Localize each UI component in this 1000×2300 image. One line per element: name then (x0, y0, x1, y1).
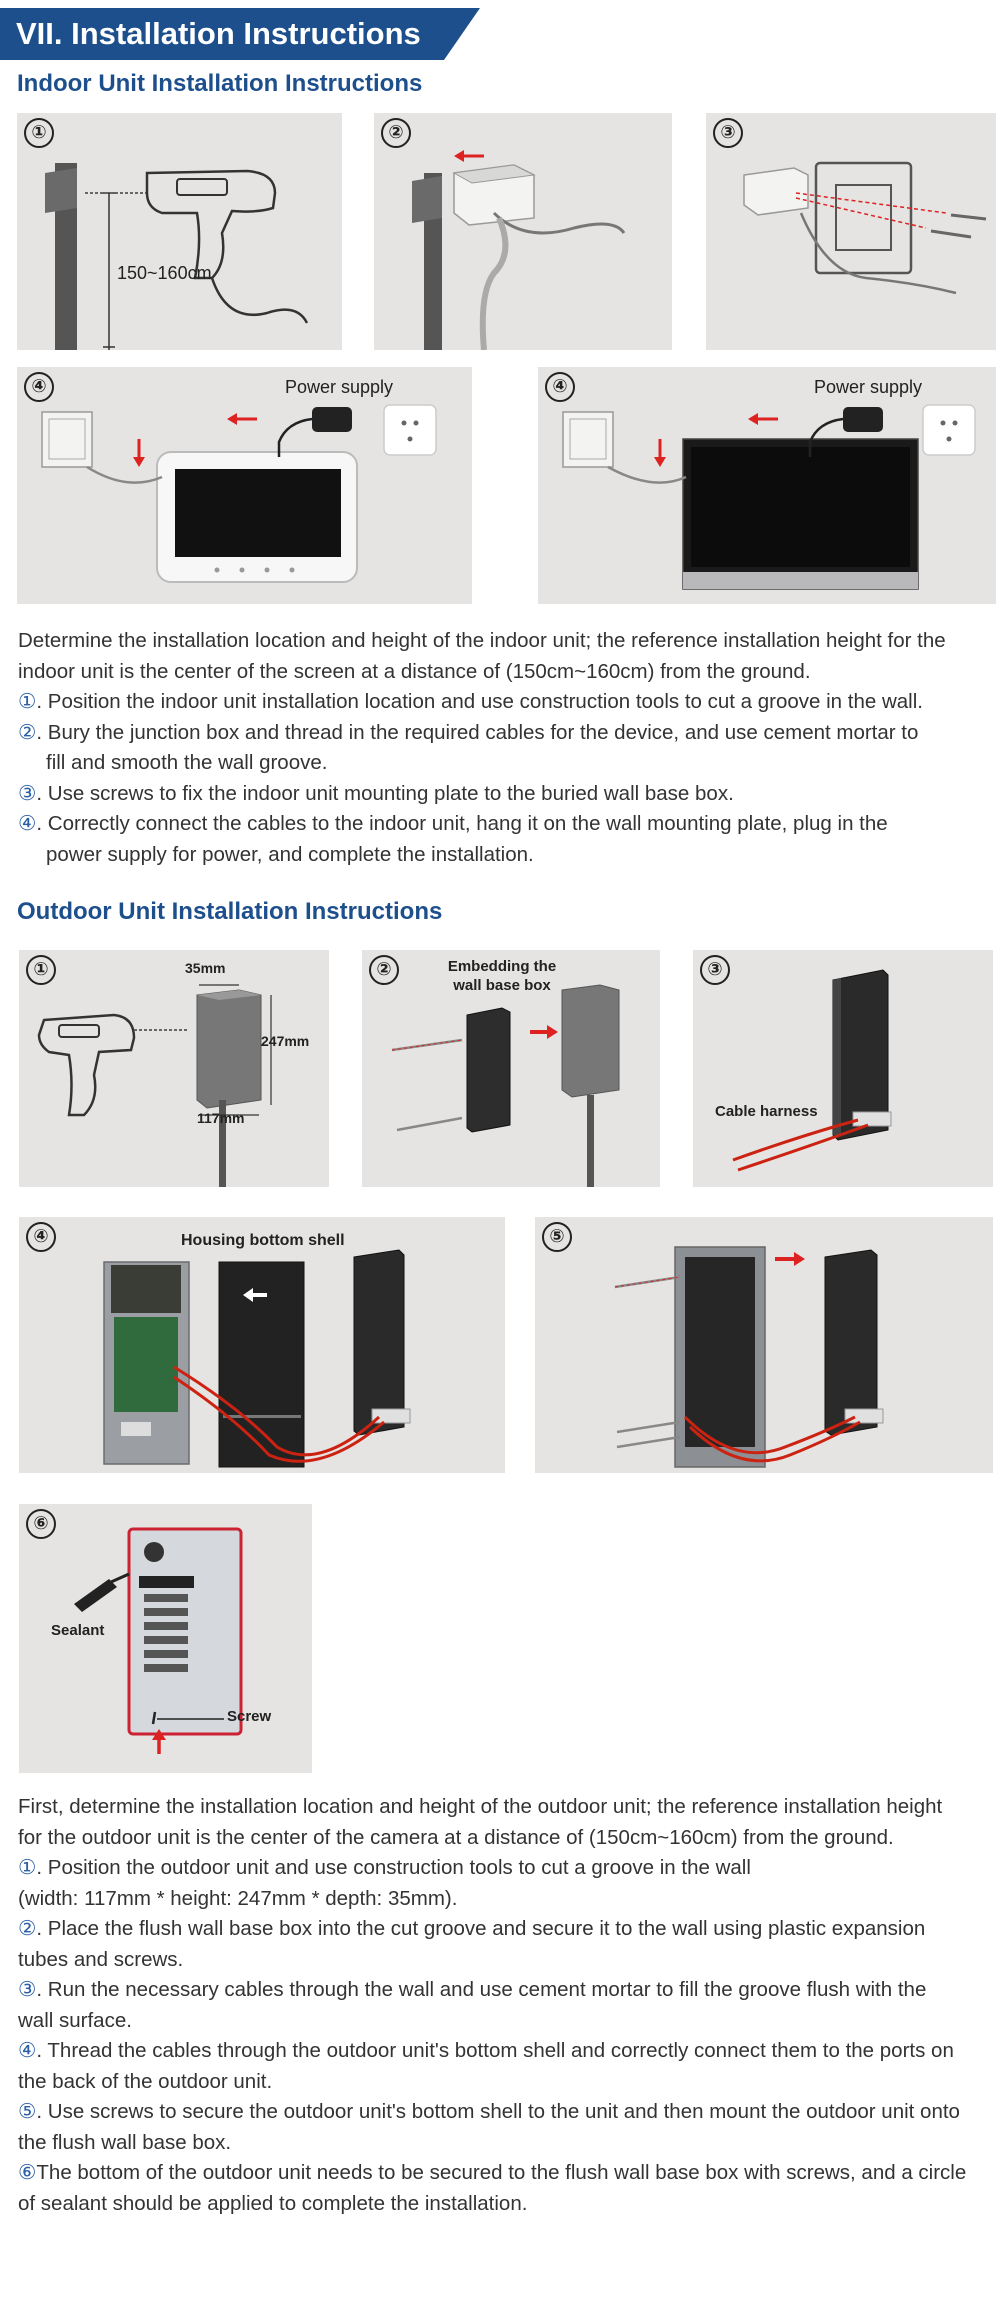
mount-unit-illustration (614, 1246, 884, 1468)
step-number-badge: ⑤ (542, 1222, 572, 1252)
outdoor-step-3-image: ③ Cable harness (693, 950, 993, 1187)
indoor-step-1-image: ① 150~160cm (17, 113, 342, 350)
outdoor-step-6-image: ⑥ Sealant Screw (19, 1504, 312, 1773)
embed-label-line-2: wall base box (453, 977, 551, 994)
outdoor-intro-line-1: First, determine the installation locati… (18, 1795, 943, 1818)
section-banner: VII. Installation Instructions (0, 8, 480, 60)
cable-harness-label: Cable harness (715, 1103, 818, 1120)
outdoor-step-5-cont: the flush wall base box. (18, 2130, 232, 2154)
outdoor-step-2-image: ② Embedding the wall base box (362, 950, 660, 1187)
indoor-step-2-image: ② (374, 113, 672, 350)
outdoor-section-title: Outdoor Unit Installation Instructions (17, 898, 443, 925)
cable-harness-illustration (732, 969, 892, 1172)
drill-dimensions-illustration (37, 984, 272, 1187)
indoor-section-title: Indoor Unit Installation Instructions (17, 70, 423, 97)
page-title: VII. Installation Instructions (16, 16, 421, 51)
outdoor-step-2-cont: tubes and screws. (18, 1947, 184, 1971)
housing-bottom-shell-label: Housing bottom shell (181, 1232, 345, 1249)
outdoor-step-3-cont: wall surface. (18, 2008, 132, 2032)
height-label: 150~160cm (117, 263, 212, 283)
indoor-step-4b-image: ④ Power supply (538, 367, 996, 604)
indoor-step-2-cont: fill and smooth the wall groove. (46, 751, 328, 774)
indoor-step-1: ①. Position the indoor unit installation… (18, 690, 923, 713)
white-monitor-illustration (41, 404, 437, 583)
bottom-shell-illustration (103, 1249, 411, 1468)
outdoor-step-4-image: ④ Housing bottom shell (19, 1217, 505, 1473)
outdoor-step-5: ⑤. Use screws to secure the outdoor unit… (18, 2100, 960, 2123)
screw-label: Screw (227, 1708, 272, 1725)
depth-dimension: 35mm (185, 960, 226, 976)
indoor-step-3-image: ③ (706, 113, 996, 350)
outdoor-step-4: ④. Thread the cables through the outdoor… (18, 2039, 954, 2062)
outdoor-step-3: ③. Run the necessary cables through the … (18, 1978, 927, 2001)
outdoor-step-2: ②. Place the flush wall base box into th… (18, 1917, 926, 1940)
drill-illustration (45, 163, 309, 350)
indoor-step-4: ④. Correctly connect the cables to the i… (18, 812, 888, 835)
step-number-badge: ④ (24, 372, 54, 402)
power-supply-label: Power supply (285, 377, 394, 397)
outdoor-step-4-cont: the back of the outdoor unit. (18, 2069, 273, 2093)
outdoor-step-6-cont: of sealant should be applied to complete… (18, 2191, 528, 2215)
outdoor-step-1: ①. Position the outdoor unit and use con… (18, 1856, 751, 1879)
outdoor-step-5-image: ⑤ (535, 1217, 993, 1473)
sealant-screw-illustration (74, 1527, 243, 1754)
step-number-badge: ⑥ (26, 1509, 56, 1539)
step-number-badge: ④ (545, 372, 575, 402)
step-number-badge: ③ (700, 955, 730, 985)
black-monitor-illustration (562, 404, 976, 590)
indoor-step-4a-image: ④ Power supply (17, 367, 472, 604)
indoor-intro: Determine the installation location and … (18, 629, 946, 683)
width-dimension: 117mm (197, 1110, 245, 1126)
step-number-badge: ① (24, 118, 54, 148)
outdoor-intro-line-2: for the outdoor unit is the center of th… (18, 1825, 894, 1849)
height-dimension: 247mm (261, 1033, 310, 1049)
outdoor-instructions: First, determine the installation locati… (18, 1792, 988, 2219)
banner-shape (0, 8, 480, 60)
indoor-step-2: ②. Bury the junction box and thread in t… (18, 720, 919, 744)
mounting-plate-illustration (743, 161, 987, 295)
embed-label-line-1: Embedding the (447, 958, 557, 975)
step-number-badge: ④ (26, 1222, 56, 1252)
indoor-instructions: Determine the installation location and … (18, 626, 988, 870)
power-supply-label: Power supply (814, 377, 923, 397)
embed-box-illustration (391, 984, 620, 1187)
outdoor-step-1-cont: (width: 117mm * height: 247mm * depth: 3… (18, 1886, 458, 1910)
step-number-badge: ② (369, 955, 399, 985)
outdoor-step-6: ⑥The bottom of the outdoor unit needs to… (18, 2161, 967, 2184)
junction-box-illustration (412, 150, 626, 350)
indoor-step-4-cont: power supply for power, and complete the… (46, 842, 534, 866)
step-number-badge: ① (26, 955, 56, 985)
step-number-badge: ③ (713, 118, 743, 148)
outdoor-step-1-image: ① 35mm 247mm 117mm (19, 950, 329, 1187)
sealant-label: Sealant (51, 1622, 105, 1639)
step-number-badge: ② (381, 118, 411, 148)
indoor-step-3: ③. Use screws to fix the indoor unit mou… (18, 781, 734, 805)
